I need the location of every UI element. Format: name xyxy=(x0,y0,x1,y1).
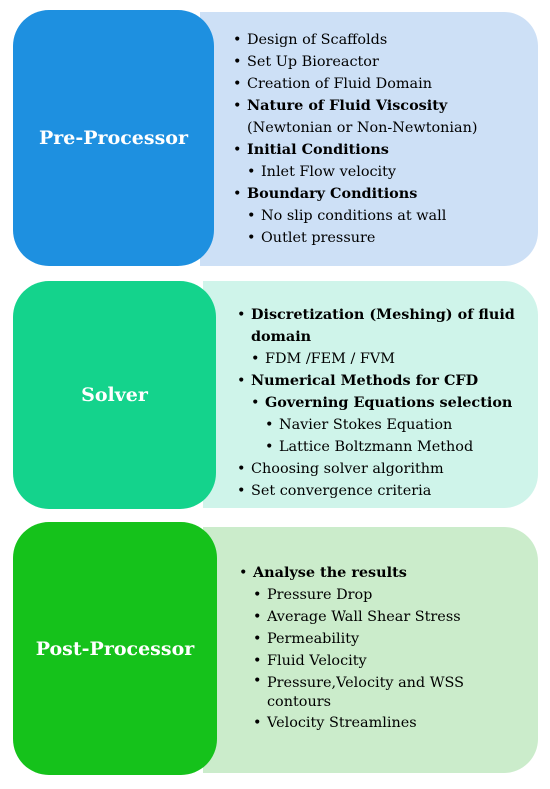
post-processor-label-box: Post-Processor xyxy=(13,522,217,775)
list-item: Choosing solver algorithm xyxy=(237,458,533,480)
solver-list: Discretization (Meshing) of fluid domain… xyxy=(237,304,533,502)
solver-label-box: Solver xyxy=(13,281,216,509)
list-item: Set Up Bioreactor xyxy=(233,51,533,73)
post-processor-list: Analyse the results Pressure Drop Averag… xyxy=(239,562,533,734)
list-item: No slip conditions at wall xyxy=(247,205,533,227)
pre-processor-label-box: Pre-Processor xyxy=(13,10,214,266)
list-item-note: (Newtonian or Non-Newtonian) xyxy=(247,120,478,136)
list-item: Lattice Boltzmann Method xyxy=(265,436,533,458)
list-item: Discretization (Meshing) of fluid xyxy=(237,304,533,326)
list-item: Set convergence criteria xyxy=(237,480,533,502)
list-item: Analyse the results xyxy=(239,562,533,584)
list-item: Inlet Flow velocity xyxy=(247,161,533,183)
solver-label: Solver xyxy=(81,384,148,406)
list-item: FDM /FEM / FVM xyxy=(251,348,533,370)
list-item: Nature of Fluid Viscosity xyxy=(233,95,533,117)
list-item: Velocity Streamlines xyxy=(253,712,533,734)
list-item: Fluid Velocity xyxy=(253,650,533,672)
list-item: Boundary Conditions xyxy=(233,183,533,205)
pre-processor-label: Pre-Processor xyxy=(39,127,188,149)
list-item: Governing Equations selection xyxy=(251,392,533,414)
list-item-continuation: domain xyxy=(251,328,312,345)
list-item: Outlet pressure xyxy=(247,227,533,249)
list-item: Initial Conditions xyxy=(233,139,533,161)
list-item: Numerical Methods for CFD xyxy=(237,370,533,392)
list-item: Pressure Drop xyxy=(253,584,533,606)
pre-processor-list: Design of Scaffolds Set Up Bioreactor Cr… xyxy=(233,29,533,249)
list-item: Average Wall Shear Stress xyxy=(253,606,533,628)
list-item: Design of Scaffolds xyxy=(233,29,533,51)
list-item: Permeability xyxy=(253,628,533,650)
list-item: Navier Stokes Equation xyxy=(265,414,533,436)
list-item: Creation of Fluid Domain xyxy=(233,73,533,95)
post-processor-label: Post-Processor xyxy=(35,637,195,660)
